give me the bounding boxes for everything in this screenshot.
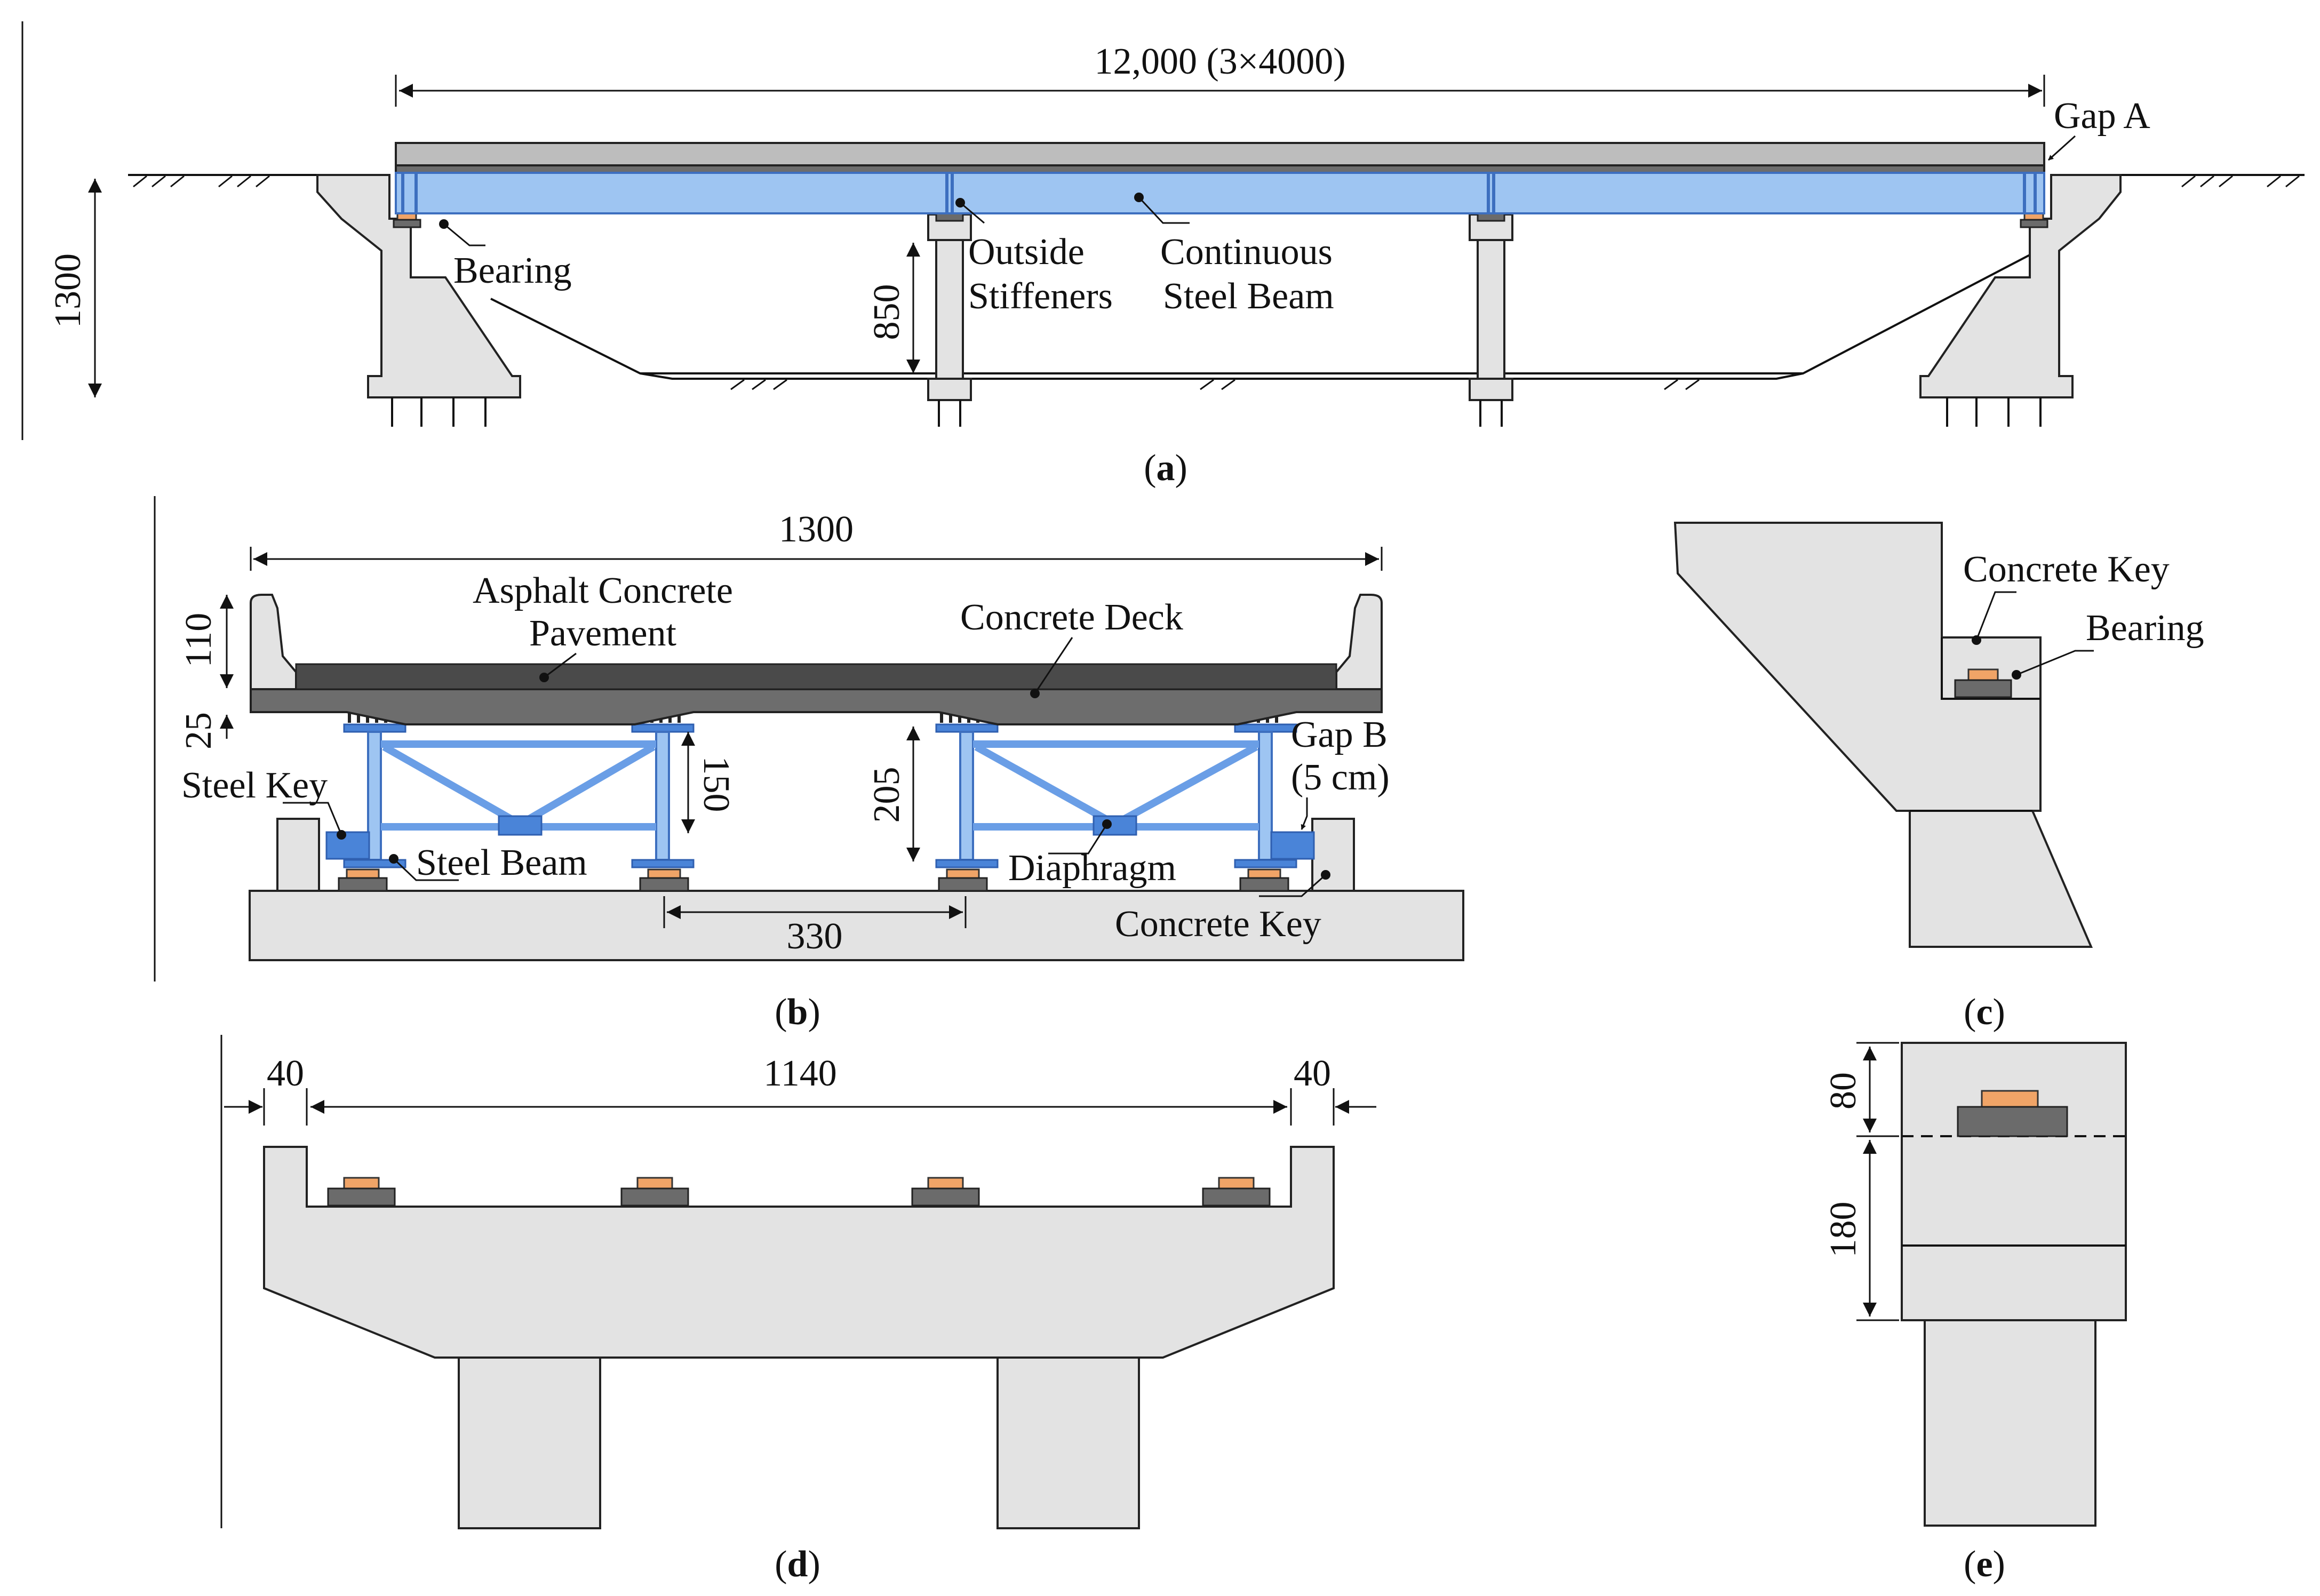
outside-stiffeners-label-2: Stiffeners <box>968 276 1113 317</box>
panel-b: 1300 110 25 150 205 330 Asphalt Concrete… <box>154 496 1464 1033</box>
dim-330-text: 330 <box>787 916 843 957</box>
span-dim-text: 12,000 (3×4000) <box>1094 41 1345 82</box>
bearings-d <box>327 1177 1271 1207</box>
continuous-beam-label-1: Continuous <box>1160 232 1333 273</box>
asphalt-label-2: Pavement <box>529 613 677 654</box>
pier-dim-text: 850 <box>866 284 907 340</box>
dim-25-text: 25 <box>178 712 219 749</box>
outside-stiffeners-label-1: Outside <box>968 232 1085 273</box>
dim-180-text: 180 <box>1823 1202 1864 1258</box>
panel-c: Concrete Key Bearing (c) <box>1673 522 2204 1033</box>
deck-a-slab <box>395 164 2045 174</box>
cap-side-e <box>1901 1042 2127 1321</box>
steel-key-label: Steel Key <box>181 765 328 806</box>
concrete-key-label-b: Concrete Key <box>1115 904 1321 945</box>
caption-e: (e) <box>1964 1544 2005 1585</box>
column-right-d <box>996 1356 1140 1529</box>
ground-hatching <box>133 175 2300 188</box>
embankment-line <box>490 250 2038 374</box>
diaphragm-label: Diaphragm <box>1008 848 1176 889</box>
dim-right-text: 40 <box>1294 1053 1331 1094</box>
dim-80-text: 80 <box>1823 1072 1864 1110</box>
dim-mid-text: 1140 <box>763 1053 836 1094</box>
ground-bottom-line <box>640 372 1804 380</box>
dim-110-text: 110 <box>178 613 219 667</box>
parapet-left <box>250 594 297 690</box>
pier-cap-b <box>249 890 1464 961</box>
bearing-e-base <box>1957 1106 2068 1137</box>
steel-key-right <box>1270 831 1315 860</box>
gap-b-label-1: Gap B <box>1291 714 1388 755</box>
dim-150-text: 150 <box>696 756 737 812</box>
concrete-key-left <box>276 818 320 892</box>
width-dim-text: 1300 <box>779 509 854 550</box>
dim-205-text: 205 <box>866 767 907 823</box>
column-left-d <box>458 1356 601 1529</box>
gap-a-label: Gap A <box>2054 95 2150 137</box>
caption-a: (a) <box>1144 448 1187 489</box>
concrete-key-right <box>1311 818 1355 892</box>
caption-c: (c) <box>1964 992 2005 1033</box>
left-piles <box>391 397 487 427</box>
abutment-section-c <box>1673 522 2093 948</box>
ground-hatching-lower <box>730 379 1700 390</box>
panel-e: 80 180 (e) <box>1823 1042 2127 1585</box>
bearing-c-top <box>1967 668 1999 681</box>
caption-d: (d) <box>775 1544 820 1585</box>
right-piles <box>1946 397 2042 427</box>
dim-left-text: 40 <box>267 1053 304 1094</box>
steel-frame-left <box>343 723 695 868</box>
steel-frame-right <box>935 723 1297 868</box>
panel-d: 40 1140 40 (d) <box>220 1035 1376 1585</box>
caption-b: (b) <box>775 992 820 1033</box>
bearing-e-top <box>1981 1090 2039 1108</box>
panel-a: 12,000 (3×4000) 1300 850 Gap A Bearing O… <box>21 21 2305 489</box>
pier-2 <box>1469 213 1513 427</box>
asphalt-label-1: Asphalt Concrete <box>473 570 733 611</box>
concrete-deck-b <box>250 688 1383 725</box>
bearings-b <box>338 868 1289 892</box>
parapet-right <box>1335 594 1383 690</box>
concrete-deck-label: Concrete Deck <box>960 597 1183 638</box>
continuous-beam-label-2: Steel Beam <box>1163 276 1334 317</box>
steel-key-left <box>325 831 370 860</box>
bearing-label-a: Bearing <box>453 250 572 291</box>
deck-a <box>395 142 2045 166</box>
steel-beam-label: Steel Beam <box>416 842 587 883</box>
height-dim-text: 1300 <box>47 253 89 328</box>
bearing-c-base <box>1954 679 2012 698</box>
asphalt-pavement <box>295 663 1337 690</box>
continuous-steel-beam <box>395 172 2045 214</box>
column-e <box>1924 1319 2096 1527</box>
pier-cap-d <box>263 1146 1335 1359</box>
gap-b-label-2: (5 cm) <box>1291 757 1390 798</box>
pier-1 <box>927 213 972 427</box>
concrete-key-label-c: Concrete Key <box>1963 549 2170 590</box>
bearing-label-c: Bearing <box>2086 608 2204 649</box>
outside-stiffeners <box>401 174 2037 212</box>
